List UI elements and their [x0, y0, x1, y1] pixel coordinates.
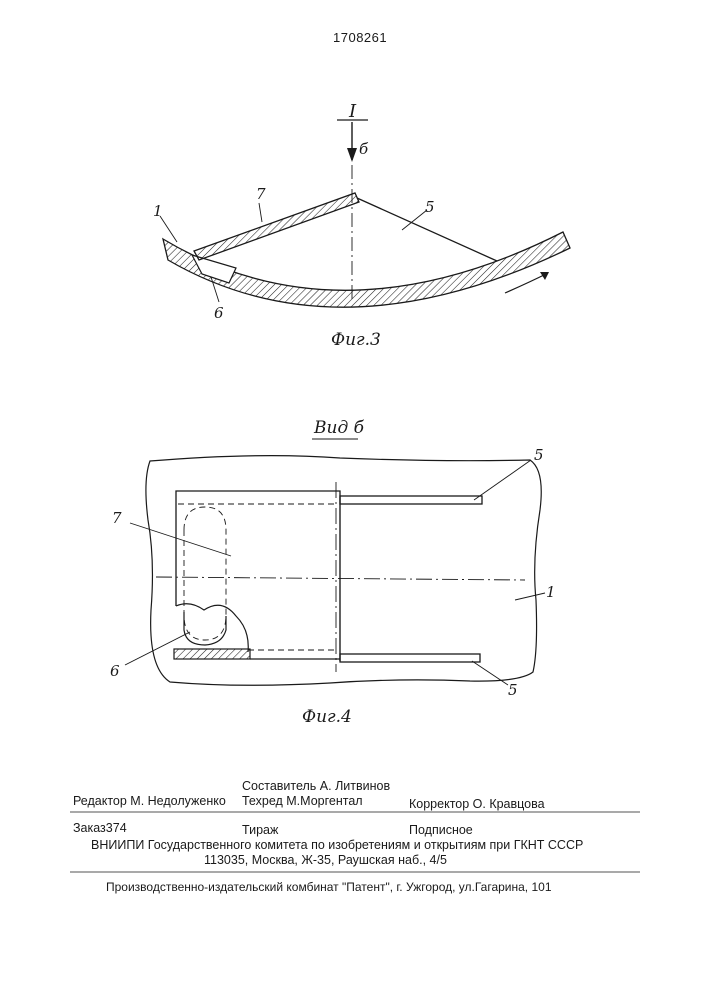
figure-4-caption: Фиг.4	[302, 707, 352, 727]
editor: Редактор М. Недолуженко	[73, 794, 226, 808]
order-label: Заказ	[73, 821, 106, 835]
techred: Техред М.Моргентал	[242, 794, 363, 808]
view-title: Вид б	[313, 418, 365, 438]
order-number: 374	[106, 821, 127, 835]
address: 113035, Москва, Ж-35, Раушская наб., 4/5	[204, 853, 447, 867]
figure-4	[125, 456, 545, 686]
order: Заказ374	[73, 821, 127, 835]
subscription: Подписное	[409, 823, 473, 837]
compiler: Составитель А. Литвинов	[242, 779, 390, 793]
publisher: Производственно-издательский комбинат "П…	[106, 880, 552, 894]
bar-7	[194, 193, 359, 260]
callout-5: 5	[425, 198, 435, 216]
callout-1: 1	[546, 583, 556, 601]
callout-6: 6	[214, 304, 224, 322]
view-arrow-label: б	[359, 140, 369, 158]
figure-3-caption: Фиг.3	[331, 330, 381, 350]
corrector: Корректор О. Кравцова	[409, 797, 545, 811]
section-label: I	[348, 101, 357, 122]
callout-5-bottom: 5	[508, 681, 518, 699]
callout-7: 7	[256, 185, 266, 203]
callout-1: 1	[153, 202, 163, 220]
callout-5-top: 5	[534, 446, 544, 464]
callout-6: 6	[110, 662, 120, 680]
circulation: Тираж	[242, 823, 278, 837]
callout-7: 7	[112, 509, 122, 527]
institute: ВНИИПИ Государственного комитета по изоб…	[91, 838, 583, 852]
